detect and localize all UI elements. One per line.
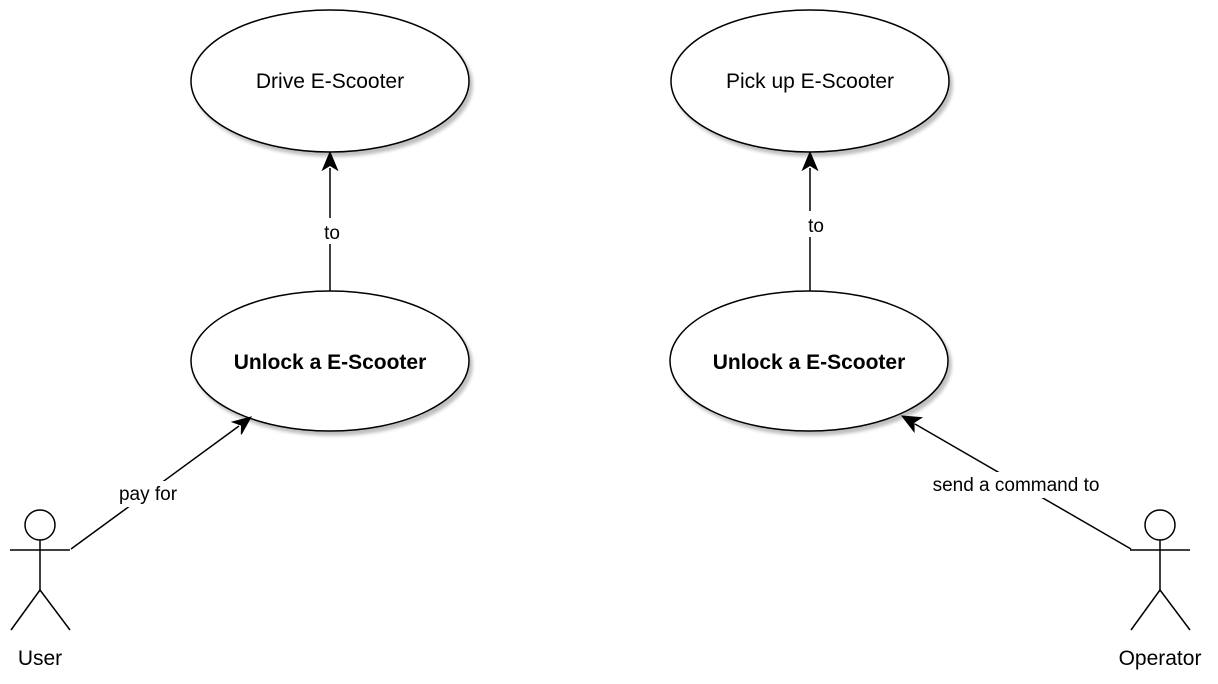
edge-label-pay-for: pay for bbox=[119, 484, 178, 505]
edge-label-bg-right bbox=[803, 211, 829, 237]
stick-figure-icon bbox=[1130, 509, 1191, 631]
arrowhead-icon bbox=[900, 415, 924, 434]
use-case-drive-escooter[interactable]: Drive E-Scooter bbox=[190, 9, 470, 153]
actor-operator-label: Operator bbox=[1119, 647, 1202, 670]
use-case-unlock-right[interactable]: Unlock a E-Scooter bbox=[669, 290, 949, 432]
arrowhead-icon bbox=[321, 150, 339, 172]
stick-figure-icon bbox=[10, 509, 71, 631]
use-case-unlock-right-label: Unlock a E-Scooter bbox=[713, 351, 906, 374]
edge-label-bg-left bbox=[318, 218, 344, 244]
edge-label-bg-command bbox=[914, 472, 1119, 498]
edge-label-left-to: to bbox=[324, 223, 340, 244]
edge-label-bg-pay bbox=[110, 481, 188, 507]
edge-label-right-to: to bbox=[808, 216, 824, 237]
edge-label-send-command: send a command to bbox=[933, 475, 1100, 496]
use-case-pickup-escooter[interactable]: Pick up E-Scooter bbox=[670, 9, 950, 153]
actor-user-label: User bbox=[18, 647, 62, 670]
arrowhead-icon bbox=[801, 150, 819, 172]
use-case-pickup-label: Pick up E-Scooter bbox=[726, 70, 894, 93]
actor-operator[interactable]: Operator bbox=[1119, 509, 1202, 670]
use-case-drive-label: Drive E-Scooter bbox=[256, 70, 404, 93]
actor-user[interactable]: User bbox=[10, 509, 71, 670]
use-case-unlock-left[interactable]: Unlock a E-Scooter bbox=[190, 290, 470, 432]
use-case-unlock-left-label: Unlock a E-Scooter bbox=[234, 351, 427, 374]
arrowhead-icon bbox=[230, 416, 253, 435]
